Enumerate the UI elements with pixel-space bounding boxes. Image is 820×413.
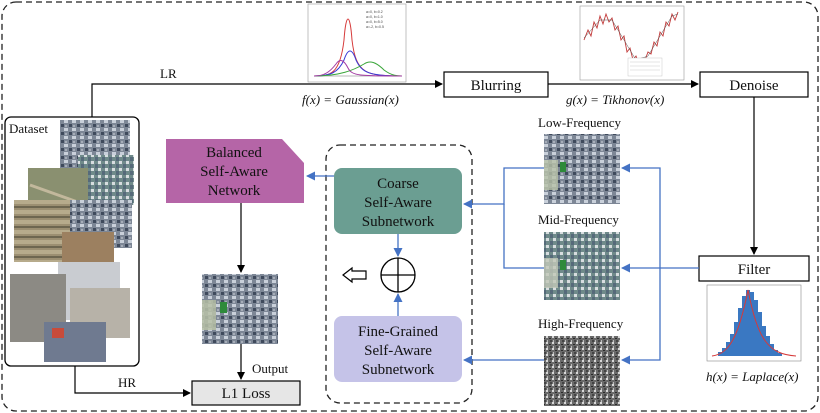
mid-frequency-label: Mid-Frequency	[538, 212, 619, 227]
l1-loss-label: L1 Loss	[222, 386, 271, 402]
hollow-left-arrow-icon	[342, 266, 367, 284]
coarse-label-line: Self-Aware	[364, 195, 432, 211]
gaussian-legend-item: a=0, b=5.0	[366, 20, 383, 24]
dataset-images	[10, 120, 134, 362]
balanced-network-box	[166, 139, 304, 203]
mid-frequency-image	[544, 232, 620, 300]
blurring-box	[443, 71, 549, 98]
mid-to-coarse-arrow	[503, 204, 544, 269]
coarse-label-line: Coarse	[377, 176, 419, 192]
filter-to-high-arrow	[621, 268, 661, 365]
fine-label-line: Subnetwork	[362, 362, 435, 378]
high-frequency-label: High-Frequency	[538, 316, 624, 331]
fine-label-line: Self-Aware	[364, 343, 432, 359]
filter-to-low-arrow	[621, 163, 661, 268]
coarse-subnetwork-box	[334, 168, 462, 234]
high-frequency-image	[544, 336, 620, 406]
tikhonov-plot	[579, 5, 685, 81]
sum-node-icon	[380, 257, 416, 293]
output-label: Output	[252, 361, 289, 376]
lr-label: LR	[160, 66, 177, 81]
l1-loss-box	[191, 380, 301, 406]
denoise-label: Denoise	[729, 78, 778, 94]
balanced-label-line: Self-Aware	[200, 164, 268, 180]
gaussian-legend-item: a=0, b=0.2	[366, 10, 383, 14]
subnetwork-group	[325, 144, 473, 404]
denoise-box	[699, 71, 809, 98]
coarse-label-line: Subnetwork	[362, 214, 435, 230]
filter-label: Filter	[738, 262, 771, 278]
blurring-label: Blurring	[471, 78, 522, 94]
gaussian-formula: f(x) = Gaussian(x)	[302, 92, 399, 107]
low-to-coarse-arrow	[463, 167, 544, 209]
laplace-formula: h(x) = Laplace(x)	[706, 369, 799, 384]
fine-subnetwork-box	[334, 316, 462, 382]
dataset-label: Dataset	[9, 121, 48, 136]
tikhonov-formula: g(x) = Tikhonov(x)	[566, 92, 664, 107]
dataset-frame	[4, 116, 140, 367]
gaussian-legend-item: a=0, b=1.0	[366, 15, 383, 19]
low-frequency-image	[544, 134, 620, 204]
dataset-image	[14, 200, 70, 262]
gaussian-plot: a=0, b=0.2 a=0, b=1.0 a=0, b=5.0 a=-2, b…	[307, 3, 407, 83]
lr-arrow	[91, 80, 443, 117]
low-frequency-label: Low-Frequency	[538, 115, 622, 130]
fine-label-line: Fine-Grained	[358, 324, 438, 340]
balanced-label-line: Balanced	[206, 145, 262, 161]
output-image	[202, 274, 278, 344]
filter-box	[698, 255, 810, 282]
laplace-histogram	[706, 284, 802, 362]
hr-label: HR	[118, 375, 136, 390]
balanced-label-line: Network	[208, 183, 261, 199]
hr-arrow	[74, 366, 191, 397]
gaussian-legend-item: a=-2, b=0.5	[366, 25, 384, 29]
